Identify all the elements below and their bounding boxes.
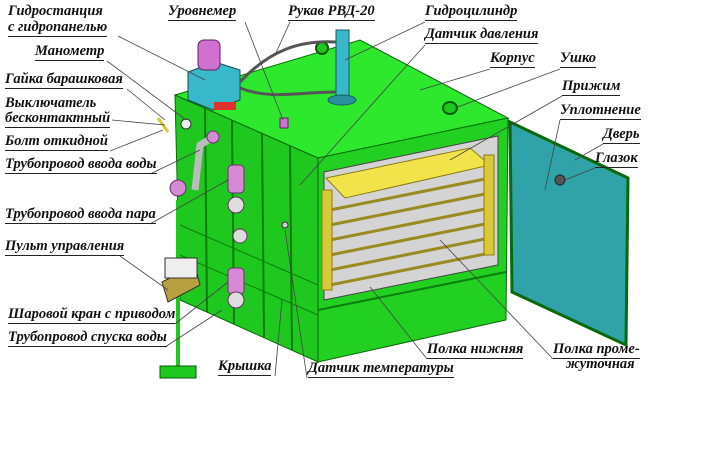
label-mid-shelf-2: жуточная <box>566 356 635 372</box>
label-pressure-sensor: Датчик давления <box>425 26 539 44</box>
label-hydrostation: Гидростанция <box>8 3 103 19</box>
label-mid-shelf: Полка проме- <box>553 341 640 359</box>
hydrocylinder <box>335 29 350 103</box>
pipes <box>169 130 248 309</box>
label-ball-valve: Шаровой кран с приводом <box>8 306 176 324</box>
label-switch: Выключатель <box>5 95 97 111</box>
label-eye: Ушко <box>560 50 597 68</box>
label-water-drain: Трубопровод спуска воды <box>8 329 167 347</box>
label-level-gauge: Уровнемер <box>168 3 237 21</box>
label-clamp: Прижим <box>562 78 621 96</box>
door <box>508 119 630 348</box>
label-steam-inlet: Трубопровод ввода пара <box>5 206 156 224</box>
label-wing-nut: Гайка барашковая <box>5 71 123 89</box>
label-switch-2: бесконтактный <box>5 110 111 128</box>
label-hydrocylinder: Гидроцилиндр <box>425 3 518 21</box>
label-manometer: Манометр <box>35 43 105 61</box>
hydrostation <box>187 39 241 111</box>
level-gauge <box>279 117 289 129</box>
shelves <box>321 147 495 291</box>
label-water-inlet: Трубопровод ввода воды <box>5 156 157 174</box>
peephole <box>554 174 566 186</box>
label-swing-bolt: Болт откидной <box>5 133 108 151</box>
manometer <box>180 118 192 130</box>
label-hydrostation-2: с гидропанелью <box>8 19 108 37</box>
label-hose: Рукав РВД-20 <box>288 3 375 21</box>
lifting-eye <box>442 101 458 115</box>
label-body: Корпус <box>490 50 535 68</box>
hose <box>238 40 337 84</box>
label-bottom-shelf: Полка нижняя <box>427 341 524 359</box>
label-peephole: Глазок <box>595 150 638 168</box>
label-door: Дверь <box>603 126 640 144</box>
label-control-panel: Пульт управления <box>5 238 125 256</box>
label-cover: Крышка <box>218 358 272 376</box>
label-temp-sensor: Датчик температуры <box>308 360 454 378</box>
label-seal: Уплотнение <box>560 102 641 120</box>
temperature-sensor <box>281 221 289 229</box>
leader-lines <box>106 21 604 379</box>
